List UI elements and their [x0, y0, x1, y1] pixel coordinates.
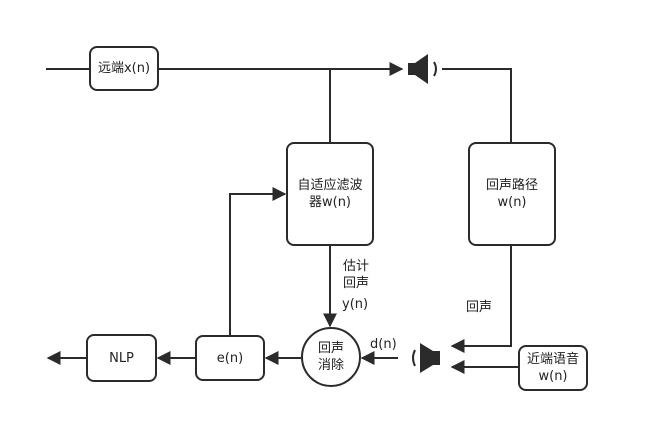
error-block: e(n) — [195, 335, 265, 381]
near-end-label-line1: 近端语音 — [526, 352, 579, 367]
far-end-block: 远端x(n) — [89, 46, 159, 91]
adaptive-filter-label-line1: 自适应滤波 — [297, 178, 363, 193]
speaker-icon — [408, 54, 437, 84]
echo-path-label-line1: 回声路径 — [485, 178, 538, 193]
microphone-icon — [412, 343, 440, 373]
error-label: e(n) — [216, 350, 244, 366]
estimated-echo-label: 估计 回声 — [343, 258, 369, 292]
echo-label: 回声 — [466, 300, 493, 315]
estimated-echo-line2: 回声 — [343, 276, 370, 291]
near-end-label-line2: w(n) — [538, 369, 568, 384]
y-signal-label: y(n) — [342, 297, 369, 312]
d-signal-label: d(n) — [370, 337, 397, 352]
speaker-to-echo-path-line — [442, 68, 512, 143]
echo-path-block: 回声路径 w(n) — [468, 142, 556, 246]
echo-path-to-mic-arrow — [450, 245, 512, 353]
adaptive-filter-label-line2: 器w(n) — [308, 195, 351, 210]
echo-cancel-label-line1: 回声 — [317, 341, 344, 356]
near-end-block: 近端语音 w(n) — [518, 345, 588, 391]
estimated-echo-line1: 估计 — [343, 259, 370, 274]
echo-cancel-label-line2: 消除 — [317, 358, 344, 373]
adaptive-filter-block: 自适应滤波 器w(n) — [286, 142, 374, 246]
echo-cancel-node: 回声 消除 — [301, 327, 361, 387]
far-end-label: 远端x(n) — [97, 61, 151, 76]
nlp-label: NLP — [109, 350, 134, 366]
error-feedback-arrow — [229, 187, 287, 336]
echo-path-label-line2: w(n) — [497, 195, 527, 210]
nlp-block: NLP — [86, 334, 157, 382]
